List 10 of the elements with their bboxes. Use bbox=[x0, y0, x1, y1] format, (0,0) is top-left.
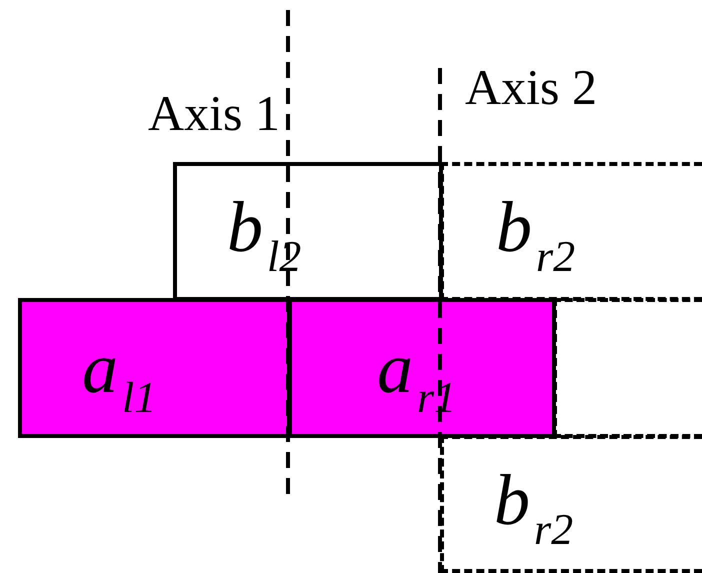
variable-label: b$_{r2}$ bbox=[494, 464, 574, 552]
variable-label: a$_{r1}$ bbox=[377, 332, 456, 420]
region-box bbox=[440, 435, 702, 573]
region-box bbox=[18, 298, 291, 438]
variable-label: a$_{l1}$ bbox=[82, 332, 156, 420]
axis-label: Axis 1 bbox=[148, 88, 280, 138]
region-box bbox=[288, 298, 556, 438]
variable-label: b$_{l2}$ bbox=[227, 191, 302, 279]
axis-label: Axis 2 bbox=[465, 62, 597, 112]
variable-label: b$_{r2}$ bbox=[496, 191, 576, 279]
